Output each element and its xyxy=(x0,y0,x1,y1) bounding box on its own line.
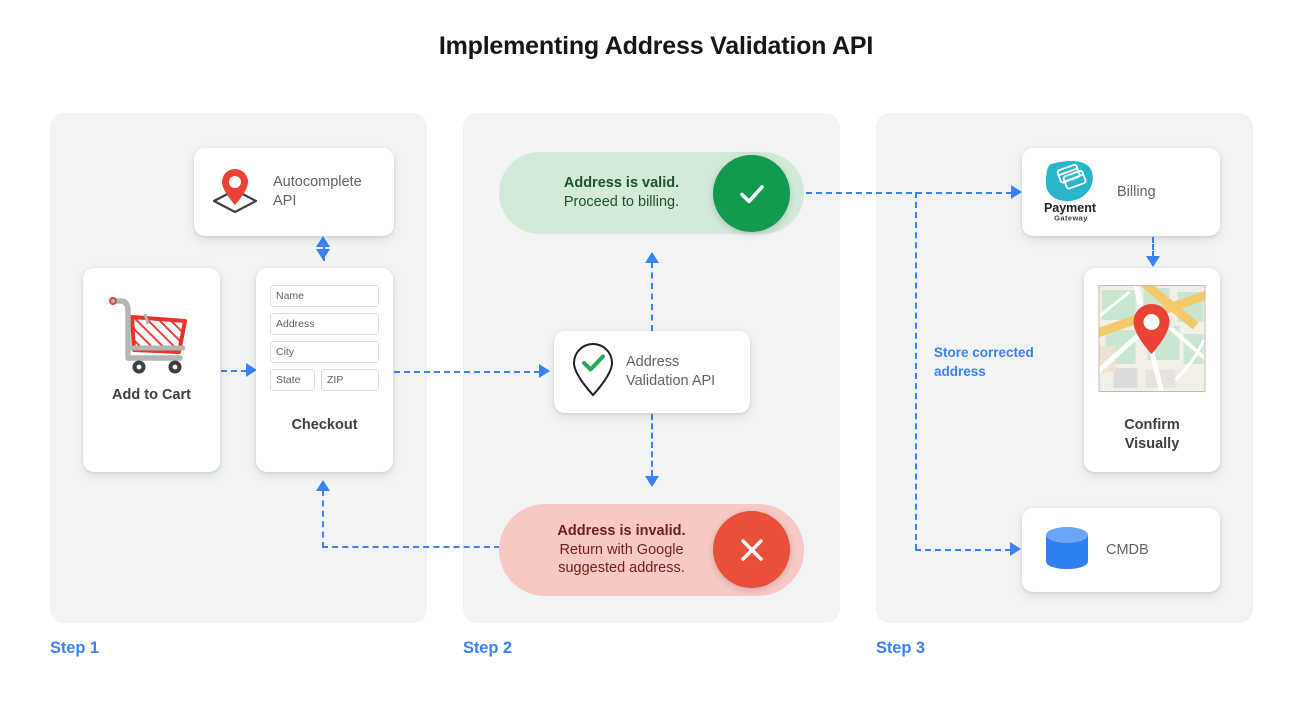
address-invalid-title: Address is invalid. xyxy=(557,522,686,539)
checkout-form: Name Address City State ZIP xyxy=(270,285,379,391)
name-field[interactable]: Name xyxy=(270,285,379,307)
checkout-card[interactable]: Name Address City State ZIP Checkout xyxy=(256,268,393,472)
validation-line-1: Address xyxy=(626,353,680,370)
map-thumbnail-icon xyxy=(1098,285,1206,392)
zip-field[interactable]: ZIP xyxy=(321,369,379,391)
cmdb-label: CMDB xyxy=(1106,542,1149,558)
address-invalid-subtitle-2: suggested address. xyxy=(558,560,685,577)
svg-text:Payment: Payment xyxy=(1044,201,1097,215)
connector-store-address-h xyxy=(915,549,1011,551)
map-pin-diamond-icon xyxy=(208,165,262,220)
add-to-cart-card[interactable]: Add to Cart xyxy=(83,268,220,472)
address-validation-api-card[interactable]: Address Validation API xyxy=(554,331,750,413)
database-cylinder-icon xyxy=(1041,522,1093,579)
step-3-label: Step 3 xyxy=(876,639,925,657)
connector-invalid-return-v xyxy=(322,490,324,548)
state-zip-row: State ZIP xyxy=(270,369,379,391)
arrow-down-billing-map xyxy=(1146,256,1160,267)
autocomplete-api-card[interactable]: Autocomplete API xyxy=(194,148,394,236)
autocomplete-line-2: API xyxy=(273,193,297,209)
shopping-cart-icon xyxy=(107,292,197,381)
connector-cart-checkout xyxy=(221,370,247,372)
page-title: Implementing Address Validation API xyxy=(438,32,874,60)
address-valid-subtitle: Proceed to billing. xyxy=(563,194,680,210)
add-to-cart-caption: Add to Cart xyxy=(112,387,191,403)
validation-line-2: Validation API xyxy=(626,373,716,389)
store-corrected-address-note: Store corrected address xyxy=(934,345,1034,380)
arrow-right-cart-checkout xyxy=(246,363,257,377)
svg-text:Gateway: Gateway xyxy=(1054,213,1088,222)
billing-label: Billing xyxy=(1117,184,1156,200)
city-field[interactable]: City xyxy=(270,341,379,363)
address-valid-text: Address is valid. Proceed to billing. xyxy=(499,174,804,212)
connector-validation-invalid xyxy=(651,414,653,476)
connector-checkout-validation xyxy=(394,371,540,373)
cmdb-card[interactable]: CMDB xyxy=(1022,508,1220,592)
connector-valid-billing xyxy=(806,192,1012,194)
step-2-label: Step 2 xyxy=(463,639,512,657)
connector-invalid-return-h xyxy=(322,546,500,548)
address-invalid-subtitle-1: Return with Google xyxy=(559,541,684,558)
arrow-up-autocomplete xyxy=(316,236,330,247)
arrow-down-invalid xyxy=(645,476,659,487)
state-field[interactable]: State xyxy=(270,369,315,391)
address-validation-api-label: Address Validation API xyxy=(626,353,715,392)
confirm-caption-line-2: Visually xyxy=(1124,436,1180,453)
arrow-up-valid xyxy=(645,252,659,263)
autocomplete-line-1: Autocomplete xyxy=(273,173,362,190)
step-1-label: Step 1 xyxy=(50,639,99,657)
confirm-visually-card[interactable]: Confirm Visually xyxy=(1084,268,1220,472)
confirm-caption-line-1: Confirm xyxy=(1124,417,1180,433)
connector-store-address-v xyxy=(915,192,917,550)
arrow-right-valid-billing xyxy=(1011,185,1022,199)
x-circle-icon xyxy=(713,511,790,588)
checkout-caption: Checkout xyxy=(291,417,358,433)
check-circle-icon xyxy=(713,155,790,232)
address-field[interactable]: Address xyxy=(270,313,379,335)
billing-card[interactable]: Payment Gateway Billing xyxy=(1022,148,1220,236)
connector-billing-map xyxy=(1152,237,1154,257)
arrow-right-checkout-validation xyxy=(539,364,550,378)
address-invalid-text: Address is invalid. Return with Google s… xyxy=(499,522,804,579)
arrow-down-checkout xyxy=(316,249,330,260)
address-valid-title: Address is valid. xyxy=(563,175,680,192)
arrow-up-return-checkout xyxy=(316,480,330,491)
payment-gateway-logo-icon: Payment Gateway xyxy=(1037,158,1107,227)
pin-check-icon xyxy=(571,341,615,404)
autocomplete-api-label: Autocomplete API xyxy=(273,173,362,212)
arrow-right-cmdb xyxy=(1010,542,1021,556)
connector-validation-valid xyxy=(651,262,653,331)
confirm-visually-caption: Confirm Visually xyxy=(1084,416,1220,454)
